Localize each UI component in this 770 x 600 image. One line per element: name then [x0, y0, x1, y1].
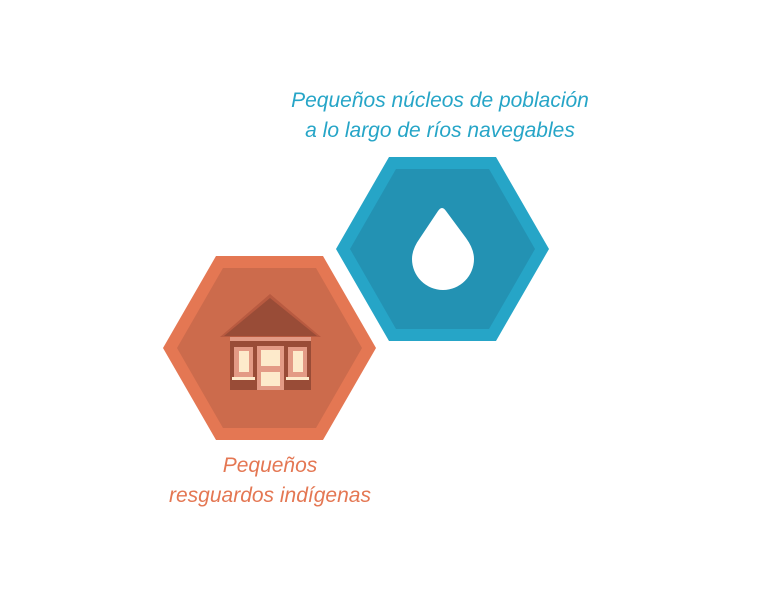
indigenous-label-line1: Pequeños: [222, 454, 318, 477]
rivers-label: Pequeños núcleos de población a lo largo…: [240, 86, 640, 146]
rivers-hexagon: [336, 157, 549, 341]
rivers-label-line2: a lo largo de ríos navegables: [305, 119, 575, 142]
indigenous-hexagon: [163, 256, 376, 440]
house-icon: [220, 294, 321, 390]
water-drop-icon: [412, 208, 474, 290]
indigenous-label-line2: resguardos indígenas: [169, 484, 371, 507]
indigenous-label: Pequeños resguardos indígenas: [120, 451, 420, 511]
rivers-label-line1: Pequeños núcleos de población: [291, 89, 589, 112]
